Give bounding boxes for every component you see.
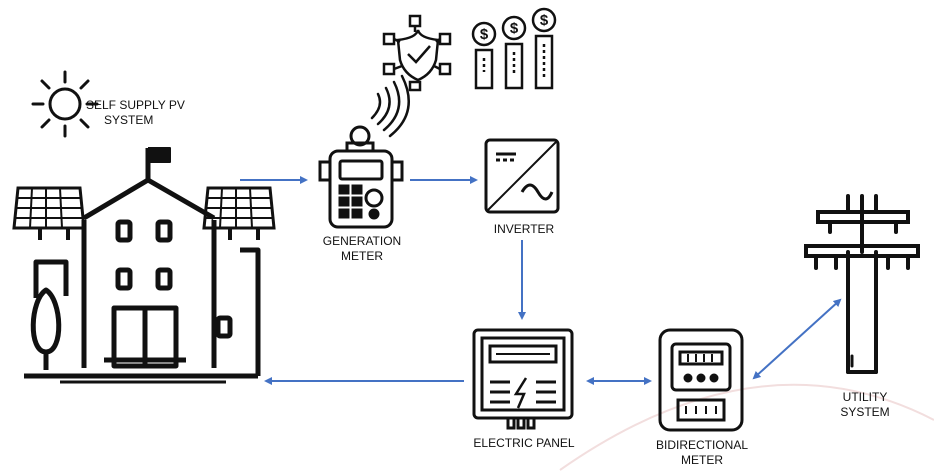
arrow-meter-utility-pole [752,298,842,380]
svg-text:$: $ [480,26,489,43]
wireless-signal-icon [370,74,410,138]
bidirectional-meter-icon [658,328,744,432]
inverter-icon [484,138,560,214]
electric-panel-label-text: ELECTRIC PANEL [473,436,575,450]
dollar-bars-icon: $ $ $ [471,7,557,90]
electric-panel-icon [472,328,574,430]
bidirectional-meter-label: BIDIRECTIONAL METER [644,438,760,468]
solar-panel-right [202,186,276,240]
utility-pole-icon [804,194,920,374]
svg-text:$: $ [510,20,519,37]
generation-meter-icon [318,125,404,229]
electric-panel-label: ELECTRIC PANEL [464,436,584,451]
generation-meter-label-line2: METER [341,249,383,263]
bidirectional-meter-label-line2: METER [681,453,723,467]
pv-system-label: SELF SUPPLY PV SYSTEM [86,98,185,128]
background-arc [559,383,934,471]
inverter-label: INVERTER [474,222,574,237]
utility-system-label-line2: SYSTEM [840,405,890,419]
pv-system-label-line1: SELF SUPPLY PV [86,98,185,112]
inverter-label-text: INVERTER [493,222,555,236]
generation-meter-label-line1: GENERATION [322,234,402,248]
svg-text:$: $ [540,12,549,29]
generation-meter-label: GENERATION METER [312,234,412,264]
utility-system-label: UTILITY SYSTEM [820,390,910,420]
bidirectional-meter-label-line1: BIDIRECTIONAL [655,438,748,452]
sun-icon [31,70,99,138]
solar-panel-left [12,186,86,240]
utility-system-label-line1: UTILITY [842,390,888,404]
house-with-solar-panels-icon [24,147,261,384]
flow-arrows [240,176,842,385]
network-shield-icon [382,14,452,92]
pv-system-label-line2: SYSTEM [104,113,154,127]
